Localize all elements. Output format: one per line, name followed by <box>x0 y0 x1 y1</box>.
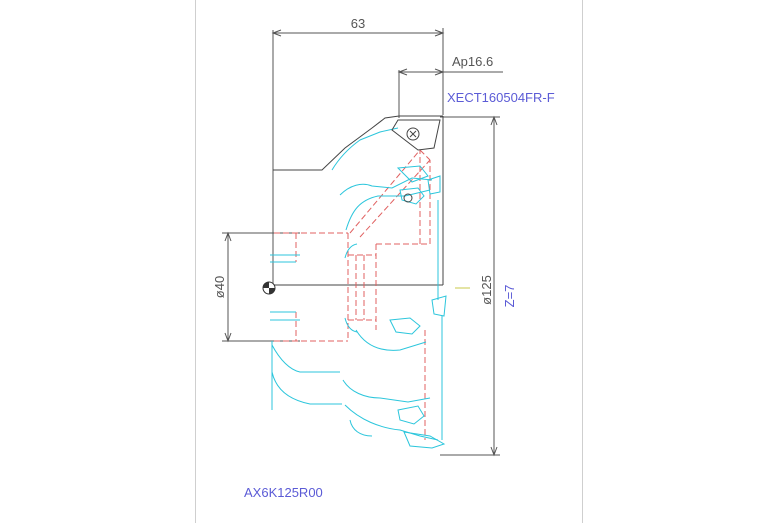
insert-code-label: XECT160504FR-F <box>447 90 555 105</box>
dim-diameter-label: ø125 <box>479 275 494 305</box>
insert-pocket <box>391 119 441 151</box>
model-code-label: AX6K125R00 <box>244 485 323 500</box>
dim-shank-label: ø40 <box>212 276 227 298</box>
dim-length-group <box>271 28 445 285</box>
teeth-count-label: Z=7 <box>502 285 517 308</box>
dim-shank-group <box>222 231 300 343</box>
drawing-sheet <box>195 0 583 523</box>
dim-depth-group <box>397 68 503 118</box>
dim-diameter-group <box>440 115 500 457</box>
hidden-section <box>274 149 431 440</box>
cutter-profile <box>270 127 447 449</box>
dim-depth-label: Ap16.6 <box>452 54 493 69</box>
body-outline <box>273 115 444 286</box>
dim-length-label: 63 <box>351 16 365 31</box>
center-point <box>262 281 276 295</box>
insert-screw-lower <box>403 193 413 203</box>
